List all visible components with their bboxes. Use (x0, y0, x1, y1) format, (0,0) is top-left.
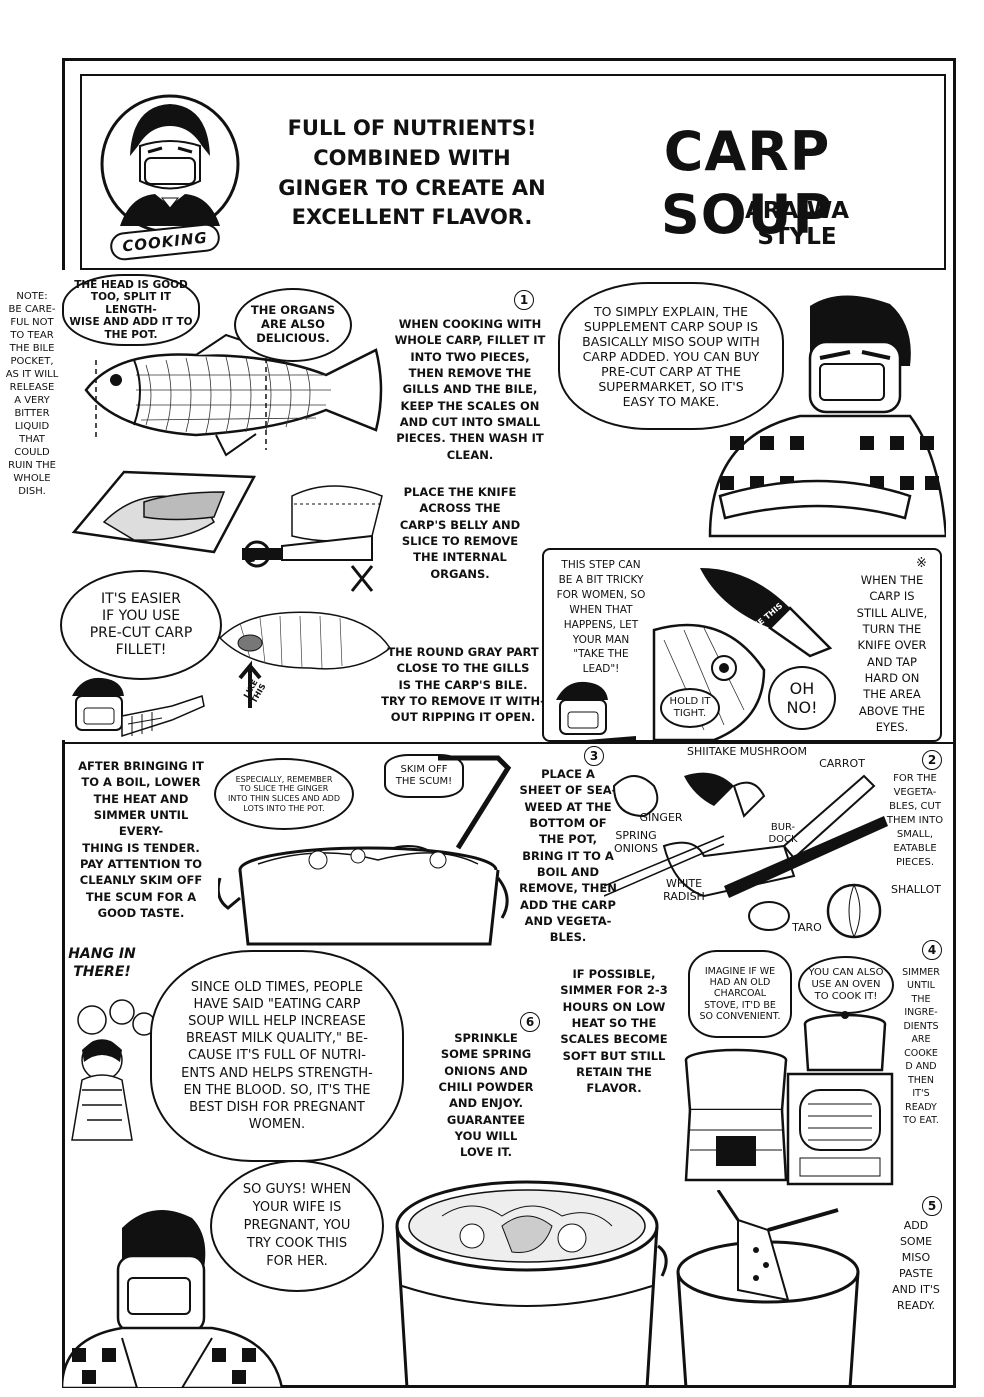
oh-no-bubble: OH NO! (768, 666, 836, 730)
step1-instruction: WHEN COOKING WITH WHOLE CARP, FILLET IT … (394, 317, 546, 462)
step4-instruction: SIMMER UNTIL THE INGRE- DIENTS ARE COOKE… (902, 967, 940, 1127)
step-number-1: 1 (514, 290, 534, 310)
hold-tight-bubble: HOLD IT TIGHT. (660, 688, 720, 728)
fillet-tray-illustration (71, 470, 257, 554)
star-mark: ※ (916, 556, 927, 571)
label-taro: TARO (792, 921, 822, 934)
tricky-panel: THIS STEP CAN BE A BIT TRICKY FOR WOMEN,… (542, 548, 942, 742)
head-speech-bubble: THE HEAD IS GOOD TOO, SPLIT IT LENGTH- W… (62, 274, 200, 346)
step6-instruction: SPRINKLE SOME SPRING ONIONS AND CHILI PO… (438, 1031, 534, 1160)
step1-panel: C THE HEAD IS GOOD TOO, SPLIT IT LENGTH-… (60, 270, 548, 740)
hang-in-there-label: HANG IN THERE! (68, 946, 136, 980)
old-times-speech-bubble: SINCE OLD TIMES, PEOPLE HAVE SAID "EATIN… (150, 950, 404, 1162)
charcoal-speech-bubble: IMAGINE IF WE HAD AN OLD CHARCOAL STOVE,… (688, 950, 792, 1038)
easier-speech-bubble: IT'S EASIER IF YOU USE PRE-CUT CARP FILL… (60, 570, 222, 680)
step-number-4: 4 (922, 940, 942, 960)
chef-small-illustration (556, 681, 636, 740)
chef-pointing-illustration (72, 677, 205, 738)
step-number-3: 3 (584, 746, 604, 766)
label-spring-onions: SPRING ONIONS (614, 829, 658, 855)
label-shallot: SHALLOT (890, 883, 942, 896)
vegetables-illustration (604, 772, 888, 939)
step2-instruction: FOR THE VEGETA- BLES, CUT THEM INTO SMAL… (886, 773, 944, 868)
page-title: CARP SOUP (660, 120, 834, 246)
simmer-instruction: IF POSSIBLE, SIMMER FOR 2-3 HOURS ON LOW… (560, 967, 668, 1096)
step-number-5: 5 (922, 1196, 942, 1216)
charcoal-stove-illustration (684, 1048, 894, 1186)
step5-instruction: ADD SOME MISO PASTE AND IT'S READY. (892, 1219, 940, 1312)
header-panel: COOKING FULL OF NUTRIENTS! COMBINED WITH… (80, 74, 946, 270)
skim-speech-bubble: SKIM OFF THE SCUM! (384, 754, 464, 798)
alive-instruction: WHEN THE CARP IS STILL ALIVE, TURN THE K… (856, 573, 928, 734)
explain-speech-bubble: TO SIMPLY EXPLAIN, THE SUPPLEMENT CARP S… (558, 282, 784, 430)
soup-pot-illustration (395, 1180, 668, 1388)
chef-arms-crossed-illustration (708, 295, 946, 538)
page-subtitle: ARAIWA STYLE (744, 198, 849, 250)
chef-bottom-illustration (62, 1210, 284, 1388)
step-number-6: 6 (520, 1012, 540, 1032)
margin-note: NOTE: BE CARE- FUL NOT TO TEAR THE BILE … (5, 291, 59, 497)
boil-instruction: AFTER BRINGING IT TO A BOIL, LOWER THE H… (78, 759, 204, 920)
bile-instruction: THE ROUND GRAY PART CLOSE TO THE GILLS I… (381, 645, 545, 725)
header-tagline: FULL OF NUTRIENTS! COMBINED WITH GINGER … (278, 116, 546, 230)
crowd-illustration (71, 999, 156, 1141)
step-number-2: 2 (922, 750, 942, 770)
oven-pot-illustration (803, 1011, 887, 1072)
fish-head-illustration (218, 611, 391, 708)
oven-speech-bubble: YOU CAN ALSO USE AN OVEN TO COOK IT! (798, 956, 894, 1014)
ginger-speech-bubble: ESPECIALLY, REMEMBER TO SLICE THE GINGER… (214, 758, 354, 830)
miso-pot-illustration (676, 1190, 860, 1388)
knife-instruction: PLACE THE KNIFE ACROSS THE CARP'S BELLY … (399, 485, 521, 581)
knife-cut-illustration (242, 485, 383, 592)
cooking-badge-label: COOKING (121, 228, 209, 256)
label-carrot: CARROT (819, 757, 865, 770)
guys-speech-bubble: SO GUYS! WHEN YOUR WIFE IS PREGNANT, YOU… (210, 1160, 384, 1292)
chef-portrait-icon (100, 94, 240, 234)
organs-speech-bubble: THE ORGANS ARE ALSO DELICIOUS. (234, 288, 352, 362)
boiling-pot-illustration (218, 755, 512, 946)
label-burdock: BUR- DOCK (768, 822, 798, 845)
band-divider (62, 742, 956, 744)
label-ginger: GINGER (639, 811, 683, 824)
step3-instruction: PLACE A SHEET OF SEA- WEED AT THE BOTTOM… (519, 767, 617, 945)
label-white-radish: WHITE RADISH (663, 877, 705, 903)
circle-mark: C (244, 547, 256, 566)
tricky-instruction: THIS STEP CAN BE A BIT TRICKY FOR WOMEN,… (556, 559, 646, 676)
label-shiitake: SHIITAKE MUSHROOM (686, 745, 808, 758)
knife-illustration (700, 568, 833, 658)
carp-fish-illustration (84, 333, 383, 457)
